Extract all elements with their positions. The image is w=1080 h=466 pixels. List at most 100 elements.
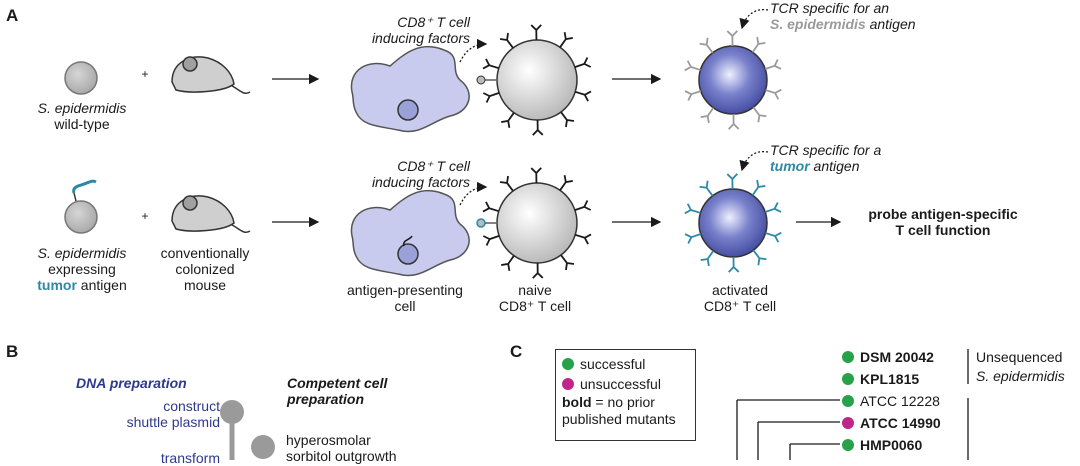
construct-plasmid-step: construct shuttle plasmid [70,398,220,430]
competent-line2: preparation [287,391,365,407]
transform-step: transform [160,450,220,466]
tcr-receptor [574,90,592,102]
success-dot-icon [842,351,854,363]
tcr-receptor-tumor [765,231,782,243]
row2-expressing: expressing [48,261,116,277]
tcr-receptor [574,57,592,68]
legend-successful: successful [562,354,689,374]
row2-mouse-line2: colonized [175,261,235,277]
tcr-receptor-tumor [699,180,714,197]
naive-tcell-row2 [482,167,592,279]
row2-tumor-word: tumor [37,277,77,293]
tcr-receptor [530,167,542,184]
activated-tcell-row1 [684,30,782,130]
naive-tcell-row1 [482,24,592,136]
mouse-row2 [171,195,251,234]
row2-antigen-word: antigen [76,277,127,293]
row1-inducing-factors: CD8⁺ T cell inducing factors [340,14,470,46]
hyper-line2: sorbitol outgrowth [286,448,397,464]
row1-plus: + [141,67,149,81]
legend-bold-line2: published mutants [562,411,676,427]
tcr-receptor-epidermidis [684,60,701,72]
apc-line1: antigen-presenting [347,282,463,298]
row2-tumor-antigen: tumor antigen [16,277,148,293]
tcr-receptor-tumor [726,173,738,190]
tcr-receptor-tumor [700,250,715,267]
legend-bold-word: bold [562,394,592,410]
row2-bacterium-label: S. epidermidis expressing tumor antigen [16,245,148,293]
tcr-receptor-epidermidis [726,30,738,47]
competent-cell-title: Competent cell preparation [287,375,387,407]
row1-tcr-label: TCR specific for an S. epidermidis antig… [770,0,960,32]
naive-line2: CD8⁺ T cell [498,298,572,314]
row2-mouse-label: conventionally colonized mouse [150,245,260,293]
tcr-receptor-epidermidis [764,59,782,70]
row1-tcr-line1: TCR specific for an [770,0,890,16]
tcr-receptor [482,92,500,103]
construct-line1: construct [163,398,220,414]
row2-tcr-rest: antigen [809,158,860,174]
panel-b-letter: B [6,342,19,361]
probe-line1: probe antigen-specific [868,206,1018,222]
row1-tcr-line2: S. epidermidis antigen [770,16,960,32]
activated-line2: CD8⁺ T cell [703,298,777,314]
apc-row2 [350,189,470,277]
row1-inducing-line1: CD8⁺ T cell [397,14,470,30]
tcr-receptor [559,175,573,191]
strain-row: DSM 20042 [842,349,934,365]
fail-dot-icon [562,378,574,390]
tcr-receptor-tumor [728,256,740,273]
row2-tcr-line2: tumor antigen [770,158,950,174]
group-line2: S. epidermidis [976,368,1065,384]
row1-tcr-species: S. epidermidis [770,16,866,32]
tcr-receptor [501,255,515,271]
row1-species: S. epidermidis [37,100,127,116]
bacterium-wildtype [64,61,98,95]
strain-name: KPL1815 [860,371,920,387]
strain-name: ATCC 14990 [860,415,941,431]
strain-name: ATCC 12228 [860,393,940,409]
row2-inducing-factors: CD8⁺ T cell inducing factors [340,158,470,190]
tcr-receptor-tumor [684,203,701,215]
unsequenced-group-label: Unsequenced S. epidermidis [976,348,1065,386]
strain-row: HMP0060 [842,437,922,453]
tcr-receptor [532,119,544,136]
tcr-receptor-epidermidis [700,107,715,124]
naive-label: naive CD8⁺ T cell [475,282,595,314]
row2-plus: + [141,209,149,223]
cell-body [496,39,578,121]
tcr-receptor [560,111,575,128]
row2-tcr-label: TCR specific for a tumor antigen [770,142,950,174]
row2-inducing-line2: inducing factors [371,174,470,190]
probe-label: probe antigen-specific T cell function [848,206,1038,238]
fail-dot-icon [842,417,854,429]
tcr-receptor [482,58,500,70]
tcr-receptor [574,233,592,245]
group-line1: Unsequenced [976,349,1063,365]
tcr-receptor-epidermidis [728,113,740,130]
tcr-receptor [530,24,542,41]
success-dot-icon [842,373,854,385]
naive-line1: naive [518,282,552,298]
row2-mouse-line3: mouse [183,277,227,293]
tcr-receptor [501,112,515,128]
success-dot-icon [562,358,574,370]
tcr-receptor [482,201,500,213]
tcr-receptor-epidermidis [699,37,714,54]
tcr-receptor [532,262,544,279]
legend-box: successful unsuccessful bold = no prior … [555,349,696,441]
bacterium-tumor [64,200,98,234]
construct-line2: shuttle plasmid [126,414,220,430]
activated-tcell-row2 [684,173,782,273]
strain-row: ATCC 14990 [842,415,941,431]
tcr-receptor [499,175,514,192]
legend-bold-rest: = no prior [591,394,655,410]
tcr-receptor-epidermidis [751,36,766,53]
legend-unsuccessful: unsuccessful [562,374,689,394]
tcr-receptor [559,32,573,48]
apc-row1 [350,45,470,133]
tcr-receptor [560,254,575,271]
mouse-row1 [171,56,251,95]
row2-tcr-tumor: tumor [770,158,810,174]
